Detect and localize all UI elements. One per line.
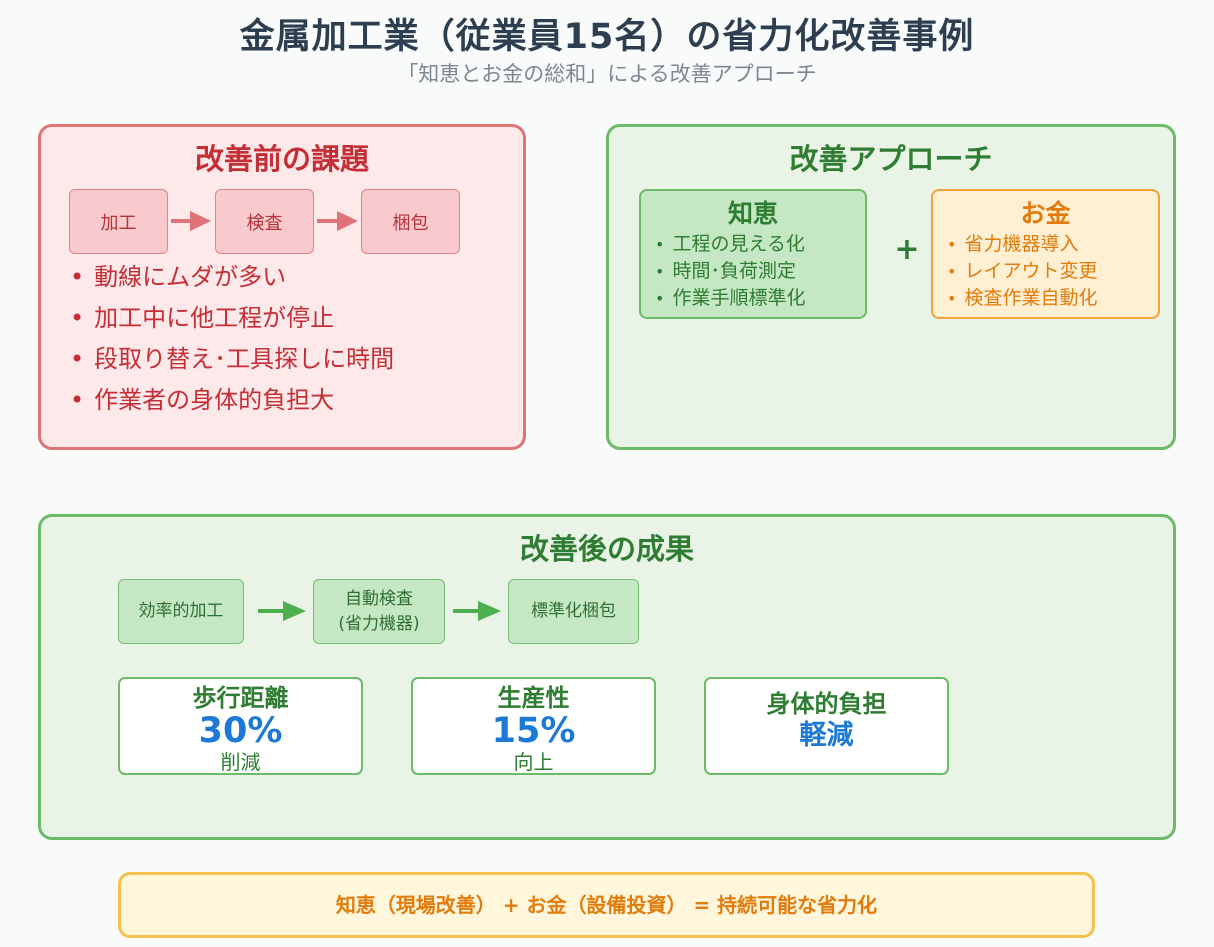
before-step-process: 加工 bbox=[69, 189, 168, 254]
summary-banner: 知恵（現場改善） + お金（設備投資） = 持続可能な省力化 bbox=[118, 872, 1095, 938]
metric-label: 歩行距離 bbox=[192, 684, 289, 712]
wisdom-box: 知恵 工程の見える化 時間･負荷測定 作業手順標準化 bbox=[639, 189, 867, 319]
list-item: レイアウト変更 bbox=[947, 258, 1158, 285]
metric-walking-distance: 歩行距離 30% 削減 bbox=[118, 677, 363, 775]
after-step-label: 自動検査 bbox=[344, 588, 413, 609]
metric-unit: 向上 bbox=[513, 750, 554, 774]
approach-panel-title: 改善アプローチ bbox=[789, 142, 993, 176]
list-item: 段取り替え･工具探しに時間 bbox=[70, 339, 510, 380]
metric-label: 生産性 bbox=[497, 684, 570, 712]
metric-value: 30% bbox=[198, 711, 283, 751]
money-title: お金 bbox=[1020, 199, 1071, 228]
page-title: 金属加工業（従業員15名）の省力化改善事例 bbox=[239, 17, 975, 57]
after-arrow-2 bbox=[453, 601, 501, 621]
metric-value: 15% bbox=[491, 711, 576, 751]
list-item: 工程の見える化 bbox=[655, 231, 865, 258]
list-item: 作業者の身体的負担大 bbox=[70, 380, 510, 421]
metric-physical-burden: 身体的負担 軽減 bbox=[704, 677, 949, 775]
list-item: 加工中に他工程が停止 bbox=[70, 298, 510, 339]
before-panel-title: 改善前の課題 bbox=[194, 142, 369, 176]
wisdom-title: 知恵 bbox=[727, 199, 778, 228]
after-step-label: 効率的加工 bbox=[138, 601, 224, 622]
list-item: 動線にムダが多い bbox=[70, 257, 510, 298]
list-item: 省力機器導入 bbox=[947, 231, 1158, 258]
before-step-packing: 梱包 bbox=[361, 189, 460, 254]
money-list: 省力機器導入 レイアウト変更 検査作業自動化 bbox=[933, 231, 1158, 312]
after-step-auto-inspection: 自動検査 (省力機器) bbox=[313, 579, 445, 644]
metric-productivity: 生産性 15% 向上 bbox=[411, 677, 656, 775]
metric-label: 身体的負担 bbox=[766, 690, 887, 718]
before-step-inspection: 検査 bbox=[215, 189, 314, 254]
after-step-standard-packing: 標準化梱包 bbox=[508, 579, 639, 644]
list-item: 作業手順標準化 bbox=[655, 285, 865, 312]
list-item: 時間･負荷測定 bbox=[655, 258, 865, 285]
before-arrow-1 bbox=[171, 211, 211, 231]
metric-value: 軽減 bbox=[799, 720, 854, 751]
money-box: お金 省力機器導入 レイアウト変更 検査作業自動化 bbox=[931, 189, 1160, 319]
after-step-sublabel: (省力機器) bbox=[338, 613, 420, 634]
wisdom-list: 工程の見える化 時間･負荷測定 作業手順標準化 bbox=[641, 231, 865, 312]
metric-unit: 削減 bbox=[220, 750, 261, 774]
before-arrow-2 bbox=[317, 211, 358, 231]
list-item: 検査作業自動化 bbox=[947, 285, 1158, 312]
after-step-label: 標準化梱包 bbox=[531, 601, 616, 622]
page-subtitle: 「知恵とお金の総和」による改善アプローチ bbox=[397, 62, 817, 86]
after-step-efficient-processing: 効率的加工 bbox=[118, 579, 244, 644]
after-panel-title: 改善後の成果 bbox=[519, 532, 694, 566]
after-arrow-1 bbox=[258, 601, 306, 621]
plus-sign: + bbox=[894, 232, 920, 267]
before-issue-list: 動線にムダが多い 加工中に他工程が停止 段取り替え･工具探しに時間 作業者の身体… bbox=[70, 257, 510, 421]
